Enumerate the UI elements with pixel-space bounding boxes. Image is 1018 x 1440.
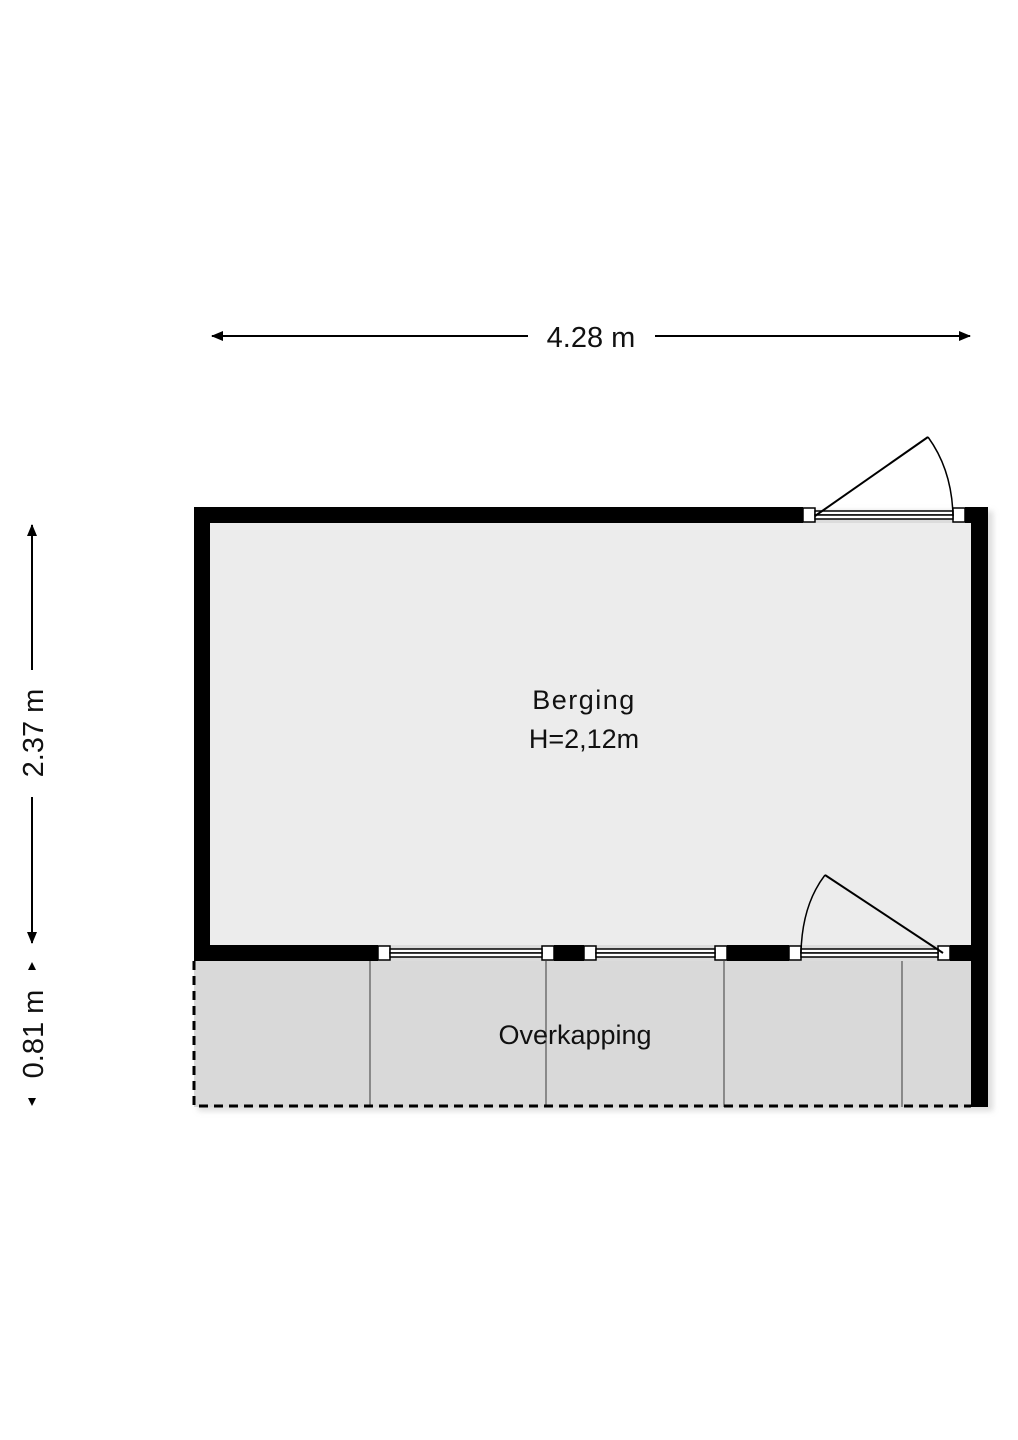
canopy-depth-dimension: 0.81 m (18, 962, 50, 1106)
room-depth-label: 2.37 m (18, 689, 50, 778)
top-door-leaf (814, 436, 929, 517)
room-name-overkapping: Overkapping (498, 1020, 651, 1050)
overkapping-floor (194, 961, 971, 1107)
canopy-depth-label: 0.81 m (18, 990, 50, 1079)
room-depth-dimension: 2.37 m (18, 524, 50, 944)
width-label: 4.28 m (547, 322, 636, 354)
width-dimension: 4.28 m (211, 322, 971, 354)
door-swings (800, 436, 954, 954)
room-height-berging: H=2,12m (529, 724, 639, 754)
top-door-arc (927, 436, 954, 517)
bottom-door-leaf (824, 874, 944, 954)
canopy-beams (369, 961, 903, 1107)
berging-floor (210, 523, 971, 945)
bottom-door-arc (800, 874, 826, 954)
room-name-berging: Berging (532, 685, 636, 715)
canopy-outline (192, 961, 971, 1108)
walls (194, 507, 988, 1107)
